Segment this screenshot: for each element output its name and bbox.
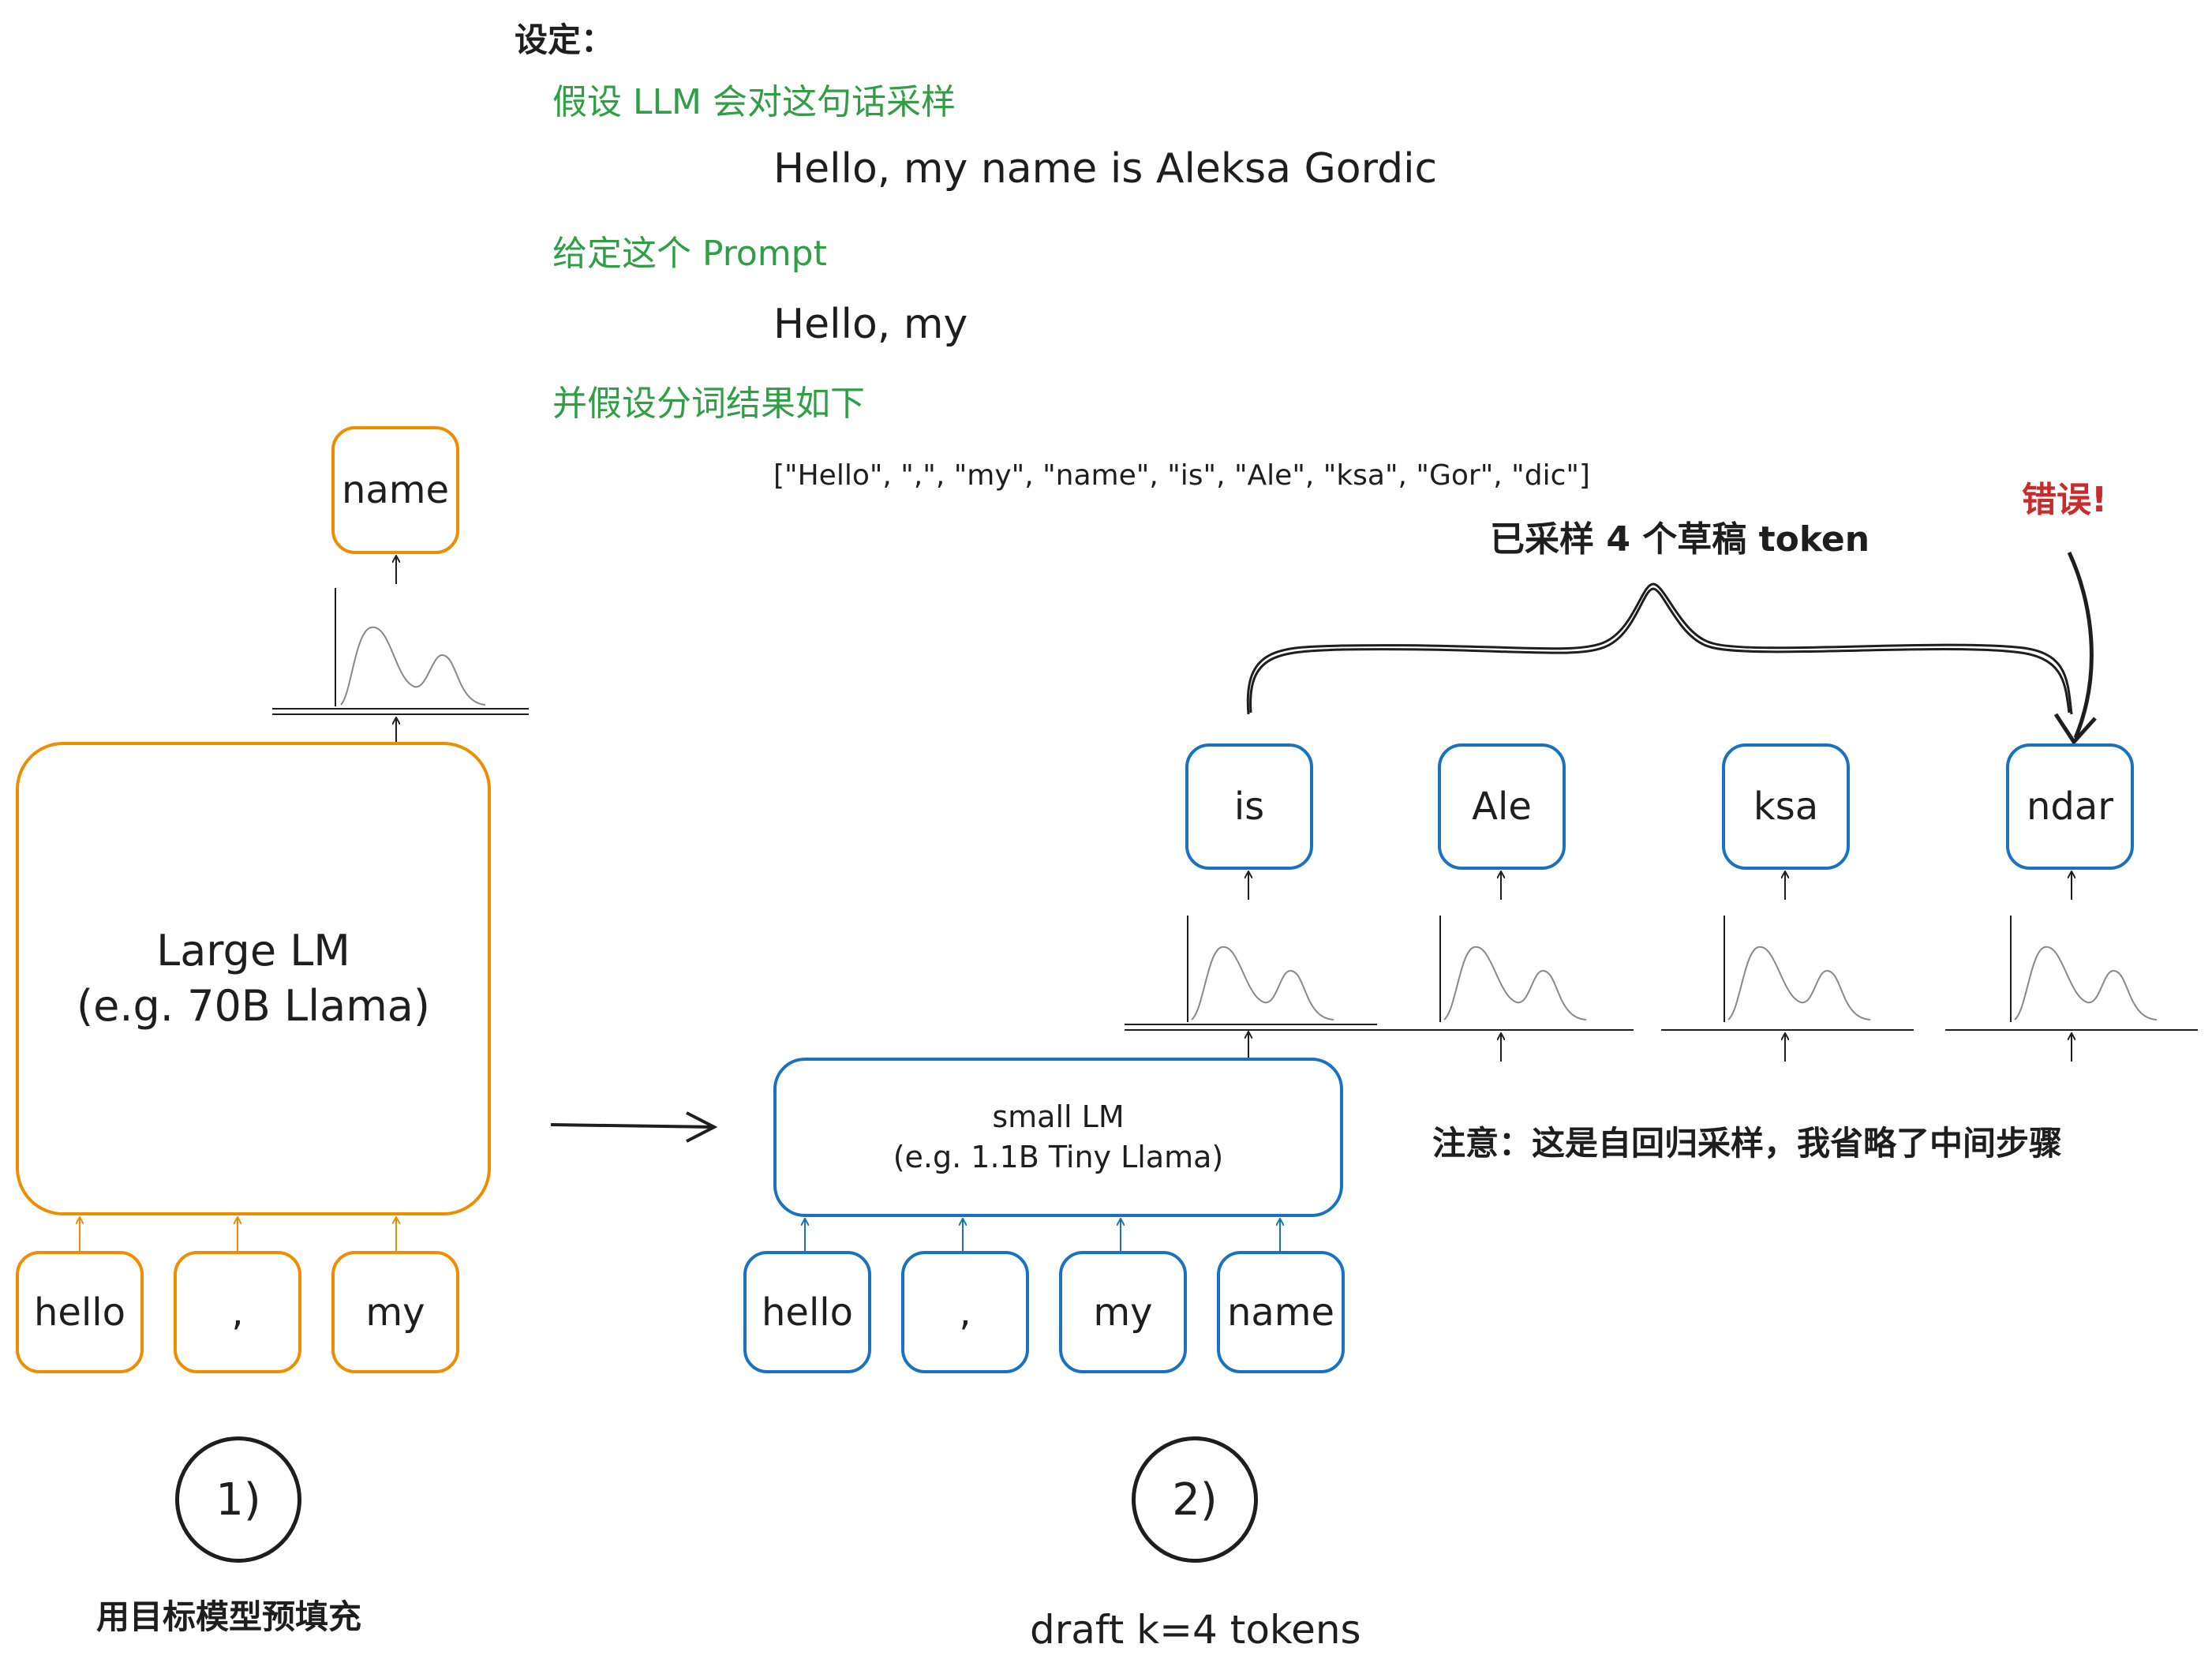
- distribution-chart-draft-4: [1945, 916, 2198, 1031]
- distribution-chart-large: [272, 588, 529, 715]
- input-token-label: ,: [231, 1290, 244, 1335]
- small-model-title: small LM: [992, 1099, 1125, 1134]
- input-token-label: my: [1093, 1290, 1153, 1335]
- brace-label: 已采样 4 个草稿 token: [1490, 519, 1870, 560]
- output-token-name: name: [331, 426, 459, 554]
- small-input-token-2: ,: [901, 1251, 1029, 1373]
- draft-token-label: is: [1233, 785, 1265, 829]
- step-1-caption: 用目标模型预填充: [96, 1597, 362, 1636]
- step-2-number: 2): [1172, 1474, 1218, 1526]
- error-label: 错误!: [2022, 480, 2108, 520]
- draft-token-2: Ale: [1438, 743, 1566, 870]
- prompt-label: 给定这个 Prompt: [552, 234, 827, 274]
- large-model-title: Large LM: [156, 925, 350, 976]
- draft-token-label: ndar: [2026, 785, 2114, 829]
- distribution-chart-draft-2: [1377, 916, 1634, 1031]
- small-input-token-4: name: [1217, 1251, 1345, 1373]
- input-token-label: hello: [34, 1290, 125, 1335]
- assume-sentence: Hello, my name is Aleksa Gordic: [773, 145, 1438, 193]
- step-1-circle: 1): [175, 1436, 301, 1563]
- small-model-box: small LM (e.g. 1.1B Tiny Llama): [773, 1058, 1343, 1217]
- input-token-label: my: [365, 1290, 425, 1335]
- output-token-label: name: [341, 468, 450, 512]
- step-2-circle: 2): [1132, 1436, 1258, 1563]
- draft-token-label: Ale: [1472, 785, 1532, 829]
- input-token-1: hello: [16, 1251, 144, 1373]
- draft-token-3: ksa: [1722, 743, 1850, 870]
- input-token-label: hello: [762, 1290, 853, 1335]
- assume-label: 假设 LLM 会对这句话采样: [552, 82, 956, 122]
- input-token-3: my: [331, 1251, 459, 1373]
- large-model-subtitle: (e.g. 70B Llama): [77, 981, 430, 1031]
- error-arrow: [2067, 551, 2094, 739]
- draft-token-1: is: [1185, 743, 1313, 870]
- input-token-label: name: [1226, 1290, 1335, 1335]
- input-token-2: ,: [174, 1251, 301, 1373]
- arrow-step1-to-step2: [550, 1125, 714, 1127]
- large-model-box: Large LM (e.g. 70B Llama): [16, 742, 491, 1215]
- step-1-number: 1): [215, 1474, 261, 1526]
- tokenize-label: 并假设分词结果如下: [552, 384, 865, 424]
- input-token-label: ,: [959, 1290, 971, 1335]
- small-model-subtitle: (e.g. 1.1B Tiny Llama): [893, 1140, 1224, 1174]
- draft-token-4: ndar: [2006, 743, 2134, 870]
- distribution-chart-draft-1: [1125, 916, 1377, 1031]
- token-list: ["Hello", ",", "my", "name", "is", "Ale"…: [773, 459, 1590, 492]
- brace: [1246, 582, 2073, 715]
- setup-heading: 设定：: [515, 21, 615, 59]
- draft-token-label: ksa: [1753, 785, 1819, 829]
- autoregressive-note: 注意：这是自回归采样，我省略了中间步骤: [1432, 1124, 2063, 1163]
- small-input-token-3: my: [1059, 1251, 1187, 1373]
- distribution-chart-draft-3: [1661, 916, 1914, 1031]
- prompt-text: Hello, my: [773, 301, 968, 348]
- small-input-token-1: hello: [743, 1251, 871, 1373]
- step-2-caption: draft k=4 tokens: [1030, 1607, 1361, 1653]
